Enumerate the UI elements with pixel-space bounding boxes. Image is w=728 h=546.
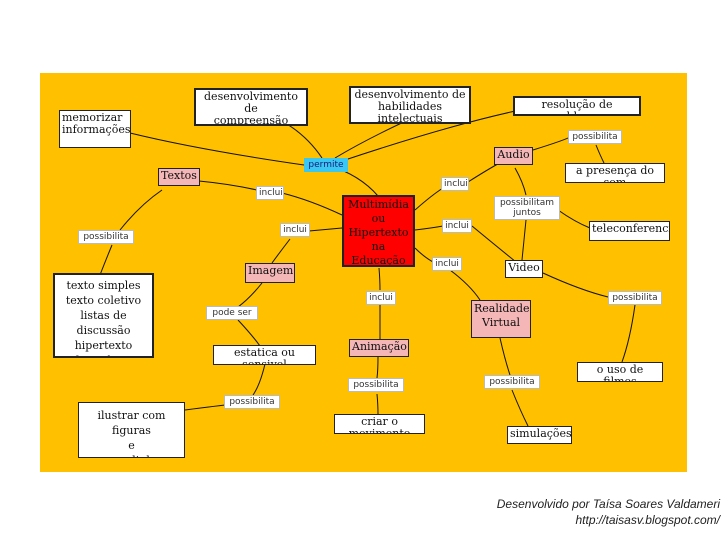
node-central-multimidia: Multimídia ou Hipertexto na Educação [342, 195, 415, 267]
node-video: Video [505, 260, 543, 278]
node-textos: Textos [158, 168, 200, 186]
link-video-possibilita [542, 272, 609, 298]
node-estatica-sensivel: estatica ou sensivel [213, 345, 316, 365]
link-possibilitam-tele [557, 209, 591, 229]
link-permite-habilidades [334, 119, 409, 159]
label-inclui: inclui [280, 223, 310, 237]
label-permite: permite [304, 158, 348, 172]
link-realidade-possibilita [499, 337, 511, 376]
node-imagem: Imagem [245, 263, 295, 283]
link-central-inclui6 [378, 267, 381, 291]
link-estatica-possibilita [252, 363, 266, 396]
node-resolucao-problemas: resolução de problemas [513, 96, 641, 116]
link-animacao-possibilita [376, 356, 379, 379]
label-inclui: inclui [432, 257, 462, 271]
node-realidade-virtual: Realidade Virtual [471, 300, 531, 338]
label-pode-ser: pode ser [206, 306, 258, 320]
link-audio-possibilitam [514, 167, 527, 196]
footer-url[interactable]: http://taisasv.blogspot.com/ [575, 513, 720, 527]
link-permite-memorizar [129, 132, 305, 166]
node-uso-filmes: o uso de filmes [577, 362, 663, 382]
link-imagem-podeser [237, 282, 263, 308]
node-criar-movimento: criar o movimento [334, 414, 425, 434]
footer-author: Desenvolvido por Taísa Soares Valdameri [496, 497, 720, 511]
label-possibilita: possibilita [568, 130, 622, 144]
label-possibilita: possibilita [224, 395, 280, 409]
label-inclui: inclui [366, 291, 396, 305]
node-presenca-som: a presença do som [565, 163, 665, 183]
link-inclui5-realidade [449, 269, 481, 301]
label-possibilita: possibilita [348, 378, 404, 392]
node-animacao: Animação [349, 339, 409, 357]
node-teleconferencia: teleconferencia [589, 221, 670, 241]
label-inclui: inclui [256, 186, 284, 200]
link-inclui2-imagem [271, 238, 291, 264]
link-audio-possibilita [532, 136, 571, 151]
node-ilustrar-figuras: ilustrar com figuras e usar links sugest… [78, 402, 185, 458]
link-possibilita1-textosimples [99, 244, 113, 276]
link-inclui1-textos [198, 180, 258, 191]
node-desenvolvimento-compreensao: desenvolvimento de compreensão [194, 88, 308, 126]
node-texto-simples: texto simples texto coletivo listas de d… [53, 273, 154, 358]
node-habilidades-intelectuais: desenvolvimento de habilidades intelectu… [349, 86, 471, 124]
label-inclui: inclui [442, 219, 472, 233]
link-possibilita-simulacoes [511, 389, 529, 427]
link-central-inclui1 [281, 192, 343, 216]
node-audio: Audio [494, 147, 533, 165]
link-inclui4-video [471, 225, 517, 263]
link-podeser-estatica [237, 319, 261, 347]
link-possibilita-ilustrar [184, 404, 226, 411]
link-central-inclui3 [414, 187, 444, 211]
link-permite-resolucao [344, 109, 521, 161]
label-possibilita: possibilita [484, 375, 540, 389]
node-memorizar: memorizar informações [59, 110, 131, 148]
node-simulacoes: simulações [507, 426, 572, 444]
label-possibilita: possibilita [608, 291, 662, 305]
link-possibilita-criar [376, 393, 379, 415]
label-possibilita: possibilita [78, 230, 134, 244]
link-possibilita-som [595, 144, 605, 164]
label-possibilitam-juntos: possibilitam juntos [494, 196, 560, 220]
link-possibilita-filmes [621, 304, 636, 363]
label-inclui: inclui [441, 177, 469, 191]
link-textos-possibilita1 [119, 189, 163, 231]
link-central-inclui4 [414, 225, 444, 231]
link-possibilitam-video [521, 219, 527, 261]
link-central-inclui2 [308, 227, 343, 232]
